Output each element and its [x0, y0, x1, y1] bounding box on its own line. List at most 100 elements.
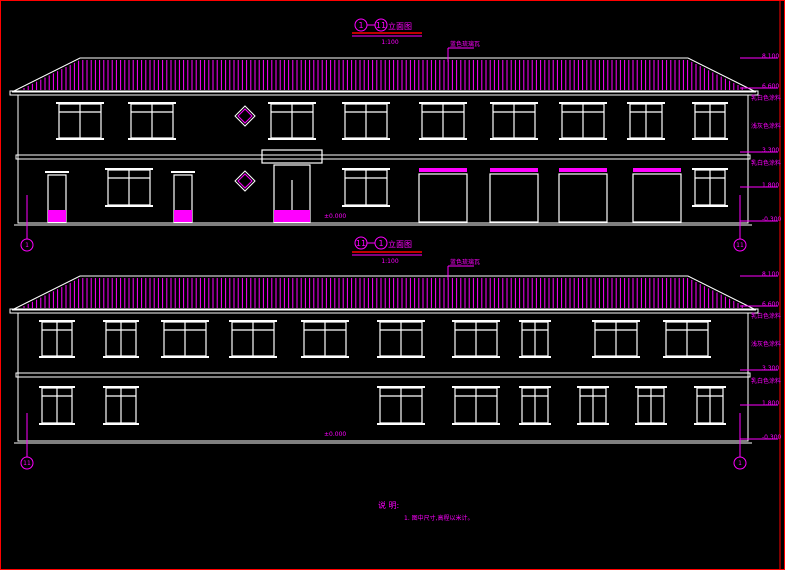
window-sill [229, 320, 277, 322]
entrance-canopy [261, 149, 323, 164]
window-sill [627, 138, 665, 140]
roof-note: 蓝色琉璃瓦 [450, 40, 480, 48]
axis-start-label: 11 [356, 239, 366, 248]
window-sill [452, 423, 500, 425]
garage-door [558, 173, 608, 223]
garage-lintel [633, 168, 681, 172]
garage-door [632, 173, 682, 223]
level-label: 3.300 [762, 147, 779, 154]
level-label: 1.800 [762, 400, 779, 407]
garage-door [418, 173, 468, 223]
window-sill [635, 423, 667, 425]
door-kickplate [48, 210, 66, 222]
window-sill [519, 423, 551, 425]
axis-bubble-label: 1 [25, 242, 29, 249]
window-sill [342, 168, 390, 170]
door-canopy [171, 171, 195, 173]
window-sill [39, 423, 75, 425]
window-sill [268, 138, 316, 140]
level-label: 3.300 [762, 365, 779, 372]
window-sill [128, 138, 176, 140]
finish-label: 乳白色涂料 [751, 159, 781, 167]
window-sill [519, 386, 551, 388]
window-sill [342, 138, 390, 140]
elevation-1-11 [9, 57, 778, 226]
finish-label: 乳白色涂料 [751, 312, 781, 320]
elevation-b-title: 11 1 立面图 1:100 蓝色琉璃瓦 ±0.000 [324, 236, 480, 438]
garage-lintel [490, 168, 538, 172]
level-annotations-b: 8.100 6.600 乳白色涂料 浅灰色涂料 3.300 乳白色涂料 1.80… [751, 271, 782, 441]
garage-lintel [419, 168, 467, 172]
window-sill [128, 102, 176, 104]
window-sill [39, 386, 75, 388]
finish-label: 浅灰色涂料 [751, 122, 781, 130]
notes-heading: 说 明: [378, 500, 399, 510]
level-label: 8.100 [762, 271, 779, 278]
window-sill [268, 102, 316, 104]
title-text: 立面图 [388, 239, 412, 249]
door-kickplate [274, 210, 310, 222]
window-sill [103, 356, 139, 358]
window-sill [452, 320, 500, 322]
axis-bubble-label: 1 [738, 460, 742, 467]
garage-door [489, 173, 539, 223]
window-sill [377, 356, 425, 358]
window-sill [519, 320, 551, 322]
level-label: 1.800 [762, 182, 779, 189]
window-sill [452, 386, 500, 388]
window-sill [519, 356, 551, 358]
window-sill [419, 102, 467, 104]
axis-end-label: 11 [376, 21, 386, 30]
floor-band [15, 372, 751, 378]
level-annotations-a: 8.100 6.600 乳白色涂料 浅灰色涂料 3.300 乳白色涂料 1.80… [751, 53, 782, 223]
window-sill [663, 320, 711, 322]
window-sill [419, 138, 467, 140]
level-label: 6.600 [762, 83, 779, 90]
diamond-vent-inner [237, 173, 253, 189]
window-sill [635, 386, 667, 388]
window-sill [559, 138, 607, 140]
window-sill [692, 205, 728, 207]
axis-bubbles: 1 11 11 1 [20, 195, 747, 470]
window-sill [301, 320, 349, 322]
level-label: -0.300 [762, 434, 782, 441]
window-sill [663, 356, 711, 358]
ground-mark: ±0.000 [324, 431, 346, 438]
diamond-vent [234, 105, 256, 127]
scale-label: 1:100 [381, 39, 398, 46]
window-sill [592, 356, 640, 358]
window-sill [694, 423, 726, 425]
axis-bubble-label: 11 [736, 242, 744, 249]
window-sill [103, 320, 139, 322]
level-label: 8.100 [762, 53, 779, 60]
window-sill [694, 386, 726, 388]
window-sill [229, 356, 277, 358]
window-sill [105, 168, 153, 170]
window-sill [39, 320, 75, 322]
elevation-11-1 [9, 275, 778, 444]
roof [11, 57, 757, 93]
window-sill [161, 320, 209, 322]
window-sill [592, 320, 640, 322]
title-text: 立面图 [388, 21, 412, 31]
level-label: 6.600 [762, 301, 779, 308]
window-sill [490, 138, 538, 140]
window-sill [39, 356, 75, 358]
diamond-vent-inner [237, 108, 253, 124]
finish-label: 浅灰色涂料 [751, 340, 781, 348]
window-sill [490, 102, 538, 104]
window-sill [301, 356, 349, 358]
roof-note: 蓝色琉璃瓦 [450, 258, 480, 266]
window-sill [56, 138, 104, 140]
door-kickplate [174, 210, 192, 222]
window-sill [559, 102, 607, 104]
elevation-a-title: 1 11 立面图 1:100 蓝色琉璃瓦 ±0.000 [324, 18, 480, 220]
window-sill [161, 356, 209, 358]
window-sill [377, 320, 425, 322]
finish-label: 乳白色涂料 [751, 377, 781, 385]
axis-bubble-label: 11 [23, 460, 31, 467]
floor-band [15, 154, 751, 160]
window-sill [627, 102, 665, 104]
window-sill [692, 102, 728, 104]
window-sill [577, 386, 609, 388]
